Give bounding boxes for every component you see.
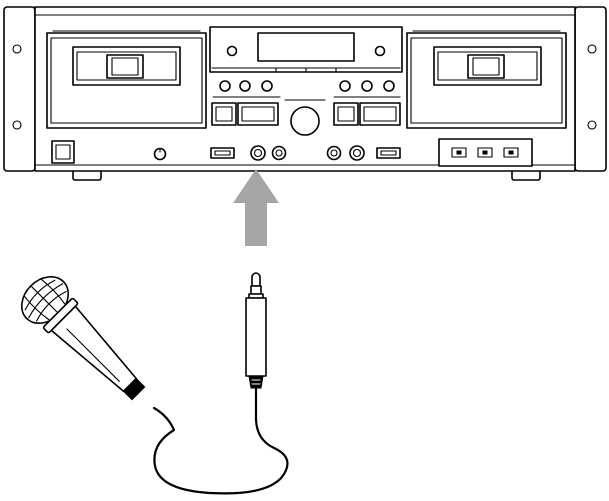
right-rack-ear: [574, 6, 607, 172]
headphone-jack: [349, 145, 365, 161]
insertion-arrow: [233, 169, 279, 246]
cassette-door-a: [46, 30, 207, 129]
phone-plug: [245, 272, 267, 389]
display-window: [257, 32, 355, 62]
deck-a-transport-buttons: [211, 102, 279, 126]
microphone-head: [21, 276, 79, 334]
microphone-body: [50, 305, 138, 393]
function-button-cluster: [438, 138, 533, 167]
microphone-cable: [152, 386, 289, 495]
deck-b-transport-buttons: [333, 102, 401, 126]
center-display-panel: [209, 26, 403, 73]
counter-reset-button: [226, 45, 238, 57]
center-volume-knob: [290, 106, 320, 136]
cassette-deck: [3, 6, 607, 181]
balance-knob: [326, 145, 342, 161]
up-arrow-icon: [233, 169, 279, 246]
mic-input-jack: [250, 145, 266, 161]
left-rack-ear: [3, 6, 36, 172]
mic-switch: [210, 147, 235, 159]
counter-reset-button-b: [374, 45, 386, 57]
power-button: [51, 140, 75, 164]
deck-a-small-knobs: [212, 80, 281, 98]
headphone-level-knob: [153, 147, 167, 161]
dubbing-switch: [376, 147, 401, 159]
cassette-door-b: [406, 30, 567, 129]
microphone: [21, 276, 146, 401]
deck-b-small-knobs: [333, 80, 401, 98]
mic-level-knob: [271, 145, 287, 161]
